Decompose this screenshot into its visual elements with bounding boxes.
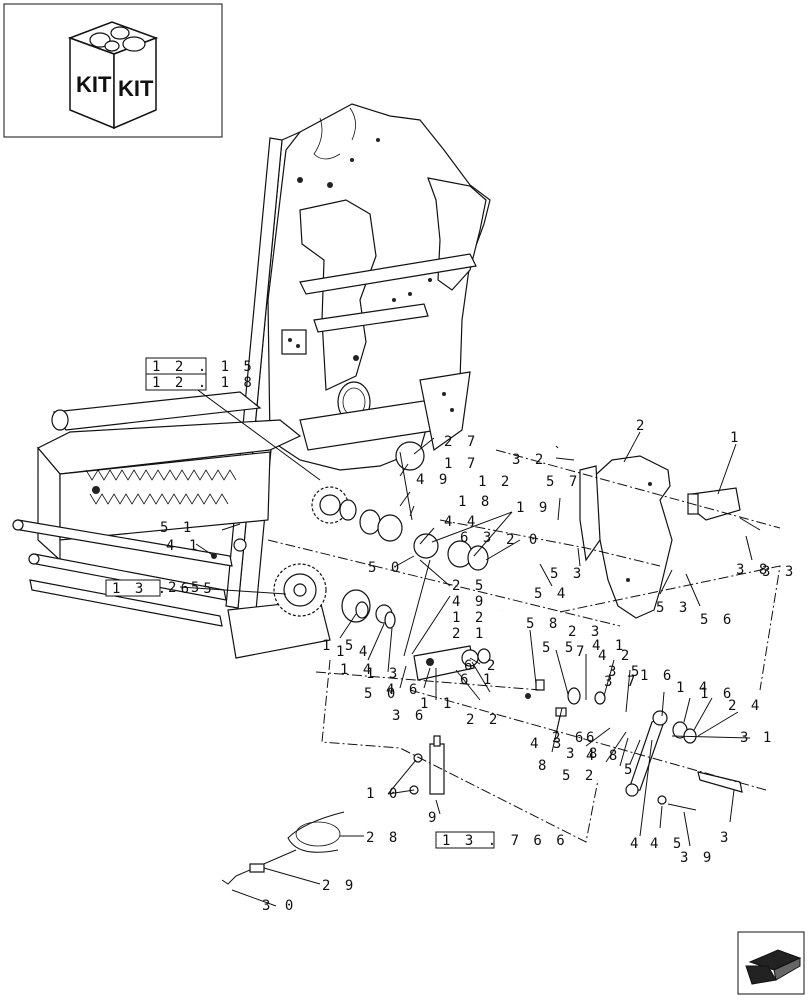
callout-48: 4 8 xyxy=(586,748,620,764)
lower-sprocket xyxy=(273,563,327,617)
callout-49b: 4 9 xyxy=(452,594,486,610)
reference-13-766[interactable]: 1 3 . 7 6 6 xyxy=(435,831,568,849)
callout-4: 4 xyxy=(630,836,641,852)
callout-7: 7 xyxy=(576,644,587,660)
callout-1: 1 xyxy=(730,430,741,446)
callout-33: 3 3 xyxy=(762,564,796,580)
callout-32: 3 2 xyxy=(512,452,546,468)
callout-41b: 4 1 xyxy=(592,638,626,654)
bearing-washers xyxy=(359,509,489,571)
callout-16: 1 6 xyxy=(640,668,674,684)
callout-5: 5 xyxy=(624,762,635,778)
upper-sprocket xyxy=(311,486,357,524)
callout-56: 5 6 xyxy=(700,612,734,628)
callout-16b: 1 6 xyxy=(700,686,734,702)
callout-27: 2 7 xyxy=(444,434,478,450)
callout-10: 1 0 xyxy=(366,786,400,802)
callout-8: 8 xyxy=(538,758,549,774)
bracket-1 xyxy=(687,487,741,521)
hydraulic-cylinder xyxy=(409,735,445,795)
callout-58: 5 8 xyxy=(526,616,560,632)
callout-15: 1 5 xyxy=(322,638,356,654)
callout-14c: 1 4 xyxy=(676,680,710,696)
callout-9: 9 xyxy=(428,810,439,826)
callout-49: 4 9 xyxy=(416,472,450,488)
callout-39: 3 9 xyxy=(680,850,714,866)
callout-22: 2 2 xyxy=(466,712,500,728)
callout-14b: 1 4 xyxy=(336,644,370,660)
callout-37: 3 7 xyxy=(604,674,638,690)
cable-assembly xyxy=(221,811,345,885)
callout-2: 2 xyxy=(636,418,647,434)
callout-12b: 1 2 xyxy=(452,610,486,626)
callout-12: 1 2 xyxy=(478,474,512,490)
callout-13: 1 3 xyxy=(366,666,400,682)
callout-50: 5 0 xyxy=(368,560,402,576)
callout-51: 5 1 xyxy=(160,520,194,536)
callout-54: 5 4 xyxy=(534,586,568,602)
arrow-back-icon[interactable] xyxy=(737,931,805,995)
callout-35: 3 5 xyxy=(608,664,642,680)
callout-11: 1 1 xyxy=(420,696,454,712)
callout-57: 5 7 xyxy=(546,474,580,490)
callout-50b: 5 0 xyxy=(364,686,398,702)
callout-42: 4 2 xyxy=(598,648,632,664)
callout-21: 2 1 xyxy=(452,626,486,642)
callout-45: 4 5 xyxy=(650,836,684,852)
callout-28: 2 8 xyxy=(366,830,400,846)
callout-30: 3 0 xyxy=(262,898,296,914)
side-panel-frame xyxy=(225,103,491,619)
reference-13-65[interactable]: 1 3 . 6 5 xyxy=(105,579,215,597)
callout-61: 6 1 xyxy=(460,672,494,688)
callout-36: 3 6 xyxy=(392,708,426,724)
callout-44: 4 4 xyxy=(444,514,478,530)
kit-label-left: KIT xyxy=(76,72,112,97)
callout-3: 3 xyxy=(720,830,731,846)
callout-43: 4 3 xyxy=(530,736,564,752)
callout-17: 1 7 xyxy=(444,456,478,472)
callout-20: 2 0 xyxy=(506,532,540,548)
callout-26: 2 6 xyxy=(552,730,586,746)
callout-25: 2 5 xyxy=(452,578,486,594)
callout-41: 4 1 xyxy=(166,538,200,554)
callout-53b: 5 3 xyxy=(656,600,690,616)
svg-text:1 2 . 1 5: 1 2 . 1 5 xyxy=(152,359,255,375)
kit-label-right: KIT xyxy=(118,76,154,101)
callout-31: 3 1 xyxy=(740,730,774,746)
callout-labels: 1 2 2 7 1 7 4 9 1 2 1 8 1 9 4 4 6 3 2 0 … xyxy=(160,418,796,914)
reference-12-15[interactable]: 1 2 . 1 5 xyxy=(145,357,255,375)
lower-roller-assembly xyxy=(12,391,331,659)
callout-18: 1 8 xyxy=(458,494,492,510)
reference-12-18[interactable]: 1 2 . 1 8 xyxy=(145,373,255,391)
callout-63: 6 3 xyxy=(460,530,494,546)
callout-23: 2 3 xyxy=(568,624,602,640)
svg-text:1 2 . 1 8: 1 2 . 1 8 xyxy=(152,375,255,391)
callout-52: 5 2 xyxy=(562,768,596,784)
callout-55: 5 5 xyxy=(542,640,576,656)
callout-29: 2 9 xyxy=(322,878,356,894)
svg-text:1 3 . 7 6 6: 1 3 . 7 6 6 xyxy=(442,833,568,849)
guard-plate-2 xyxy=(579,455,673,619)
svg-text:1 3 . 6 5: 1 3 . 6 5 xyxy=(112,581,215,597)
callout-14: 1 4 xyxy=(340,662,374,678)
callout-46: 4 6 xyxy=(386,682,420,698)
kit-box-icon[interactable]: KIT KIT xyxy=(3,3,223,138)
callout-65: 2 5 xyxy=(168,580,202,596)
callout-38: 3 8 xyxy=(736,562,770,578)
callout-53: 5 3 xyxy=(550,566,584,582)
callout-62: 6 2 xyxy=(464,658,498,674)
callout-24: 2 4 xyxy=(728,698,762,714)
callout-38b: 3 8 xyxy=(566,746,600,762)
hub-flange xyxy=(341,589,396,629)
callout-6: 6 xyxy=(586,730,597,746)
callout-19: 1 9 xyxy=(516,500,550,516)
